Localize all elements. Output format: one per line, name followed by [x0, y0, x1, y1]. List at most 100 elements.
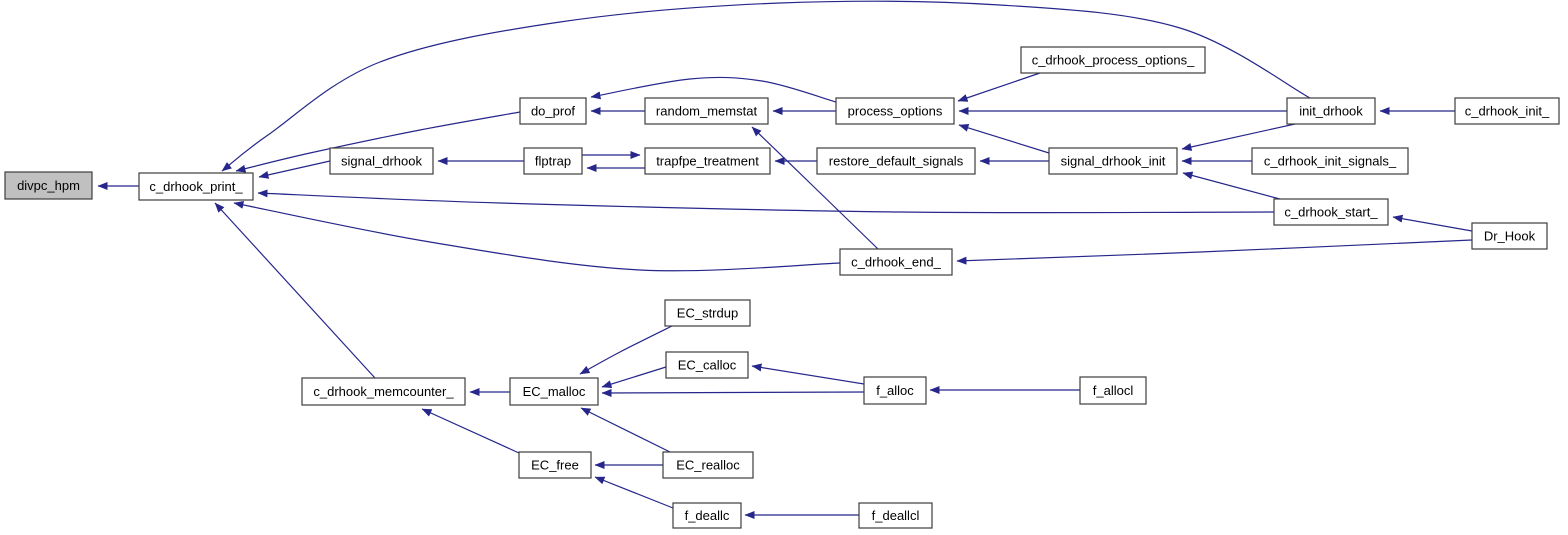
node-box-c_drhook_print_[interactable] — [138, 172, 254, 201]
node-c_drhook_memcounter_[interactable]: c_drhook_memcounter_ — [301, 377, 466, 406]
node-box-init_drhook[interactable] — [1286, 97, 1376, 125]
edges-layer — [97, 0, 1473, 519]
edge-f_alloc-to-EC_calloc — [751, 363, 865, 385]
edge-EC_calloc-to-EC_malloc — [601, 366, 667, 388]
node-label-signal_drhook: signal_drhook — [341, 154, 422, 169]
node-label-EC_free: EC_free — [531, 458, 579, 473]
node-box-c_drhook_init_signals_[interactable] — [1251, 147, 1409, 175]
node-signal_drhook[interactable]: signal_drhook — [329, 147, 434, 175]
node-box-signal_drhook_init[interactable] — [1048, 147, 1178, 175]
node-label-do_prof: do_prof — [531, 104, 575, 119]
node-box-EC_strdup[interactable] — [664, 299, 751, 327]
edge-init_drhook-to-c_drhook_print_ — [221, 0, 1311, 172]
node-label-c_drhook_init_signals_: c_drhook_init_signals_ — [1264, 154, 1397, 169]
node-label-c_drhook_memcounter_: c_drhook_memcounter_ — [313, 384, 454, 399]
node-box-c_drhook_end_[interactable] — [839, 248, 953, 276]
node-random_memstat[interactable]: random_memstat — [644, 97, 769, 125]
node-label-restore_default_signals: restore_default_signals — [829, 154, 964, 169]
node-box-c_drhook_init_[interactable] — [1454, 97, 1560, 125]
edge-Dr_Hook-to-c_drhook_start_ — [1392, 214, 1473, 232]
node-do_prof[interactable]: do_prof — [519, 97, 587, 125]
node-box-f_alloc[interactable] — [863, 376, 927, 405]
node-EC_calloc[interactable]: EC_calloc — [665, 351, 749, 379]
edge-EC_free-to-c_drhook_memcounter_ — [421, 408, 520, 454]
node-flptrap[interactable]: flptrap — [523, 147, 583, 175]
node-box-restore_default_signals[interactable] — [816, 147, 976, 175]
edge-c_drhook_start_-to-signal_drhook_init — [1182, 171, 1281, 200]
node-box-do_prof[interactable] — [519, 97, 587, 125]
node-label-f_deallc: f_deallc — [685, 508, 730, 523]
node-init_drhook[interactable]: init_drhook — [1286, 97, 1376, 125]
node-box-c_drhook_start_[interactable] — [1273, 198, 1389, 226]
edge-signal_drhook-to-c_drhook_print_ — [258, 160, 331, 179]
node-trapfpe_treatment[interactable]: trapfpe_treatment — [644, 147, 771, 175]
nodes-layer: divpc_hpm c_drhook_print_ signal_drhook do_… — [4, 46, 1560, 529]
node-EC_free[interactable]: EC_free — [518, 451, 592, 479]
node-EC_realloc[interactable]: EC_realloc — [662, 451, 754, 479]
edge-f_alloc-to-EC_malloc — [601, 388, 865, 397]
edge-Dr_Hook-to-c_drhook_end_ — [956, 239, 1473, 265]
node-box-process_options[interactable] — [835, 97, 955, 125]
node-label-EC_strdup: EC_strdup — [677, 306, 738, 321]
edge-init_drhook-to-signal_drhook_init — [1181, 123, 1296, 151]
node-label-f_allocl: f_allocl — [1093, 383, 1134, 398]
node-f_deallcl[interactable]: f_deallcl — [858, 502, 933, 529]
node-f_alloc[interactable]: f_alloc — [863, 376, 927, 405]
edge-c_drhook_process_options_-to-process_options — [957, 72, 1041, 102]
node-c_drhook_init_[interactable]: c_drhook_init_ — [1454, 97, 1560, 125]
node-divpc_hpm: divpc_hpm — [4, 171, 93, 200]
edge-do_prof-to-c_drhook_print_ — [235, 111, 521, 173]
node-label-flptrap: flptrap — [535, 154, 571, 169]
node-box-EC_realloc[interactable] — [662, 451, 754, 479]
node-label-divpc_hpm: divpc_hpm — [17, 178, 80, 193]
node-box-f_deallc[interactable] — [672, 502, 742, 529]
node-label-EC_realloc: EC_realloc — [676, 458, 740, 473]
node-label-process_options: process_options — [848, 104, 943, 119]
node-box-c_drhook_memcounter_[interactable] — [301, 377, 466, 406]
node-label-c_drhook_print_: c_drhook_print_ — [149, 179, 243, 194]
node-box-trapfpe_treatment[interactable] — [644, 147, 771, 175]
edge-c_drhook_memcounter_-to-c_drhook_print_ — [214, 202, 376, 379]
node-c_drhook_process_options_[interactable]: c_drhook_process_options_ — [1020, 46, 1206, 74]
node-Dr_Hook[interactable]: Dr_Hook — [1471, 222, 1548, 250]
node-box-EC_malloc[interactable] — [509, 377, 599, 406]
node-box-divpc_hpm — [4, 171, 93, 200]
node-box-Dr_Hook[interactable] — [1471, 222, 1548, 250]
node-box-f_allocl[interactable] — [1079, 376, 1147, 405]
node-box-signal_drhook[interactable] — [329, 147, 434, 175]
node-box-c_drhook_process_options_[interactable] — [1020, 46, 1206, 74]
node-label-f_deallcl: f_deallcl — [872, 508, 920, 523]
node-box-EC_free[interactable] — [518, 451, 592, 479]
node-restore_default_signals[interactable]: restore_default_signals — [816, 147, 976, 175]
node-label-init_drhook: init_drhook — [1299, 104, 1363, 119]
node-label-f_alloc: f_alloc — [876, 383, 914, 398]
edge-EC_strdup-to-EC_malloc — [579, 325, 673, 375]
node-label-EC_calloc: EC_calloc — [678, 358, 737, 373]
node-signal_drhook_init[interactable]: signal_drhook_init — [1048, 147, 1178, 175]
node-process_options[interactable]: process_options — [835, 97, 955, 125]
node-box-EC_calloc[interactable] — [665, 351, 749, 379]
node-c_drhook_init_signals_[interactable]: c_drhook_init_signals_ — [1251, 147, 1409, 175]
node-c_drhook_end_[interactable]: c_drhook_end_ — [839, 248, 953, 276]
edge-c_drhook_start_-to-c_drhook_print_ — [257, 189, 1275, 214]
node-EC_malloc[interactable]: EC_malloc — [509, 377, 599, 406]
node-box-random_memstat[interactable] — [644, 97, 769, 125]
node-EC_strdup[interactable]: EC_strdup — [664, 299, 751, 327]
node-label-signal_drhook_init: signal_drhook_init — [1061, 154, 1166, 169]
edge-process_options-to-do_prof — [590, 76, 837, 103]
node-f_deallc[interactable]: f_deallc — [672, 502, 742, 529]
edge-c_drhook_end_-to-c_drhook_print_ — [233, 200, 841, 272]
node-label-trapfpe_treatment: trapfpe_treatment — [656, 154, 759, 169]
node-label-c_drhook_start_: c_drhook_start_ — [1284, 205, 1378, 220]
node-label-c_drhook_init_: c_drhook_init_ — [1465, 104, 1550, 119]
node-label-c_drhook_end_: c_drhook_end_ — [851, 255, 941, 270]
edge-f_deallc-to-EC_free — [594, 476, 674, 509]
node-label-Dr_Hook: Dr_Hook — [1484, 229, 1536, 244]
node-f_allocl[interactable]: f_allocl — [1079, 376, 1147, 405]
edge-c_drhook_end_-to-random_memstat — [751, 126, 879, 250]
node-c_drhook_start_[interactable]: c_drhook_start_ — [1273, 198, 1389, 226]
node-box-f_deallcl[interactable] — [858, 502, 933, 529]
node-box-flptrap[interactable] — [523, 147, 583, 175]
node-c_drhook_print_[interactable]: c_drhook_print_ — [138, 172, 254, 201]
